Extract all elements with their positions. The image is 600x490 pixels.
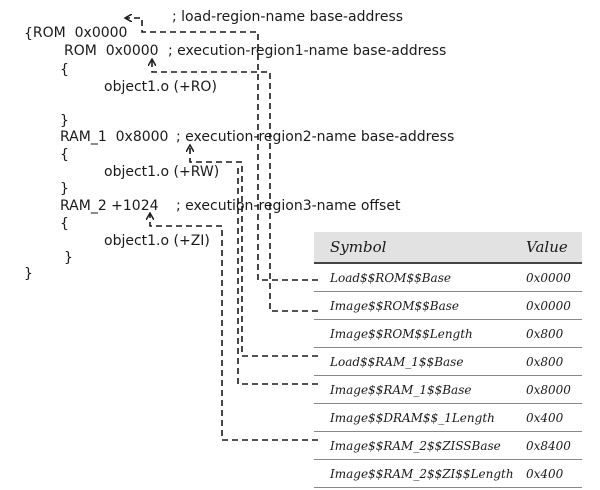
table-header: Symbol Value	[314, 232, 582, 264]
leader-image-ram2-zi-base	[150, 214, 318, 441]
object-zi-line: object1.o (+ZI)	[104, 233, 210, 249]
table-row: Image$$ROM$$Base 0x0000	[314, 292, 582, 320]
table-row: Image$$RAM_2$$ZI$$Length 0x400	[314, 460, 582, 488]
value-cell: 0x800	[526, 326, 564, 341]
symbol-cell: Load$$ROM$$Base	[330, 270, 451, 285]
value-cell: 0x0000	[526, 298, 571, 313]
symbol-cell: Image$$ROM$$Base	[330, 298, 459, 313]
object-rw-line: object1.o (+RW)	[104, 164, 220, 180]
table-row: Load$$ROM$$Base 0x0000	[314, 264, 582, 292]
outer-close-brace: }	[24, 266, 33, 282]
table-row: Image$$RAM_1$$Base 0x8000	[314, 376, 582, 404]
symbol-cell: Image$$RAM_1$$Base	[330, 382, 472, 397]
region2-open-brace: {	[60, 147, 69, 163]
value-cell: 0x400	[526, 410, 564, 425]
symbol-cell: Load$$RAM_1$$Base	[330, 354, 464, 369]
table-row: Image$$ROM$$Length 0x800	[314, 320, 582, 348]
load-region-text: ROM 0x0000	[32, 25, 128, 41]
table-row: Load$$RAM_1$$Base 0x800	[314, 348, 582, 376]
header-value: Value	[526, 238, 568, 256]
load-region-comment: ; load-region-name base-address	[172, 9, 404, 25]
value-cell: 0x8400	[526, 438, 571, 453]
region1-load-line: ROM 0x0000	[24, 9, 128, 41]
leader-image-ram1-base	[237, 166, 318, 385]
value-cell: 0x400	[526, 466, 564, 481]
table-row: Image$$RAM_2$$ZISSBase 0x8400	[314, 432, 582, 460]
object-ro-line: object1.o (+RO)	[104, 79, 217, 95]
symbol-cell: Image$$RAM_2$$ZI$$Length	[330, 466, 514, 481]
exec-region3-text: RAM_2 +1024	[60, 198, 159, 214]
leader-load-ram1-base	[190, 146, 318, 357]
exec-region1-comment: ; execution-region1-name base-address	[168, 43, 447, 59]
region1-open-brace: {	[60, 62, 69, 78]
region1-close-brace: }	[60, 113, 69, 129]
exec-region1-text: ROM 0x0000	[64, 43, 159, 59]
value-cell: 0x0000	[526, 270, 571, 285]
value-cell: 0x800	[526, 354, 564, 369]
region2-close-brace: }	[60, 181, 69, 197]
header-symbol: Symbol	[330, 238, 387, 256]
exec-region2-text: RAM_1 0x8000	[60, 129, 169, 145]
region3-close-brace: }	[64, 250, 73, 266]
table-row: Image$$DRAM$$_1Length 0x400	[314, 404, 582, 432]
symbol-cell: Image$$RAM_2$$ZISSBase	[330, 438, 501, 453]
exec-region2-comment: ; execution-region2-name base-address	[176, 129, 455, 145]
symbol-table: Symbol Value Load$$ROM$$Base 0x0000 Imag…	[314, 232, 582, 488]
leader-image-rom-base	[152, 60, 318, 312]
leader-load-rom-base	[126, 18, 318, 281]
outer-open-brace: {	[24, 26, 33, 42]
value-cell: 0x8000	[526, 382, 571, 397]
symbol-cell: Image$$ROM$$Length	[330, 326, 473, 341]
region3-open-brace: {	[60, 216, 69, 232]
symbol-cell: Image$$DRAM$$_1Length	[330, 410, 495, 425]
